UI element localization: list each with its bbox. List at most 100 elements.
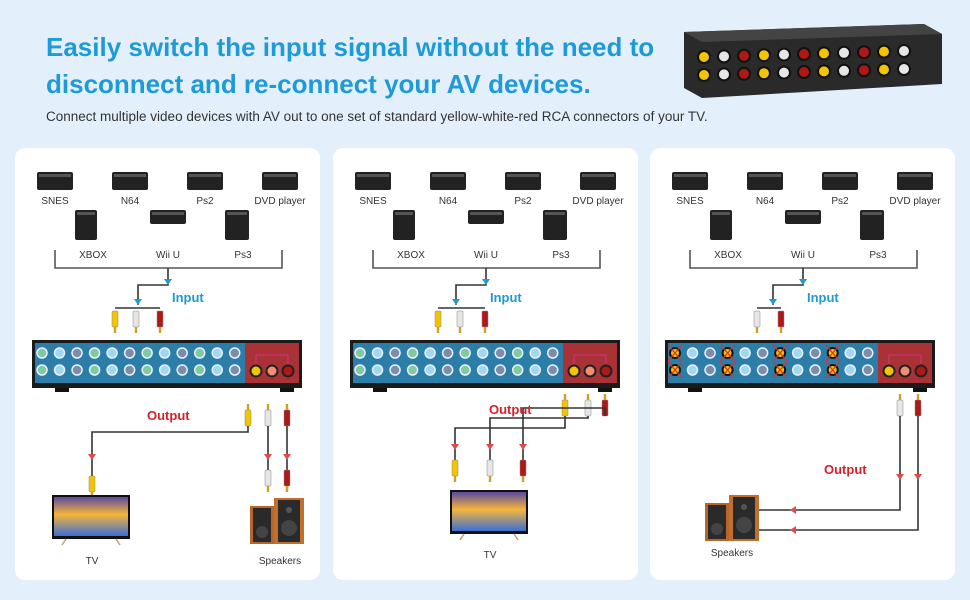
rca-plug xyxy=(486,459,494,482)
arrow-down-icon xyxy=(88,454,96,460)
rca-plug xyxy=(88,475,96,498)
rca-plug xyxy=(914,394,922,417)
headline: Easily switch the input signal without t… xyxy=(46,29,654,103)
wiring-diagram xyxy=(665,172,935,541)
device-label: Ps3 xyxy=(552,250,570,261)
device-wii-u-image xyxy=(468,210,504,224)
arrow-down-icon xyxy=(134,299,142,305)
rca-plug xyxy=(753,310,761,333)
rca-plug xyxy=(561,394,569,417)
device-dvd-player-image xyxy=(262,172,298,190)
output-label: Output xyxy=(489,402,532,417)
arrow-down-icon xyxy=(283,454,291,460)
device-xbox-image xyxy=(710,210,732,240)
device-snes-image xyxy=(672,172,708,190)
speakers-image xyxy=(250,498,304,544)
input-label: Input xyxy=(172,290,204,305)
device-xbox-image xyxy=(75,210,97,240)
device-label: Wii U xyxy=(791,250,815,261)
device-snes-image xyxy=(355,172,391,190)
arrow-down-icon xyxy=(486,444,494,450)
rca-plug xyxy=(481,310,489,333)
input-label: Input xyxy=(807,290,839,305)
rca-plug xyxy=(156,310,164,333)
device-wii-u-image xyxy=(785,210,821,224)
device-n64-image xyxy=(112,172,148,190)
subtitle: Connect multiple video devices with AV o… xyxy=(46,109,708,124)
device-label: Wii U xyxy=(156,250,180,261)
device-ps2-image xyxy=(187,172,223,190)
arrow-down-icon xyxy=(519,444,527,450)
device-label: DVD player xyxy=(572,196,624,207)
device-n64-image xyxy=(747,172,783,190)
device-wii-u-image xyxy=(150,210,186,224)
arrow-down-icon xyxy=(914,474,922,480)
device-ps2-image xyxy=(505,172,541,190)
device-dvd-player-image xyxy=(580,172,616,190)
arrow-left-icon xyxy=(790,506,796,514)
av-switch-front-panel xyxy=(665,340,935,392)
device-label: Ps2 xyxy=(514,196,532,207)
av-switch-front-panel xyxy=(32,340,302,392)
device-label: Ps3 xyxy=(234,250,252,261)
tv-label: TV xyxy=(85,556,99,567)
rca-plug xyxy=(283,469,291,492)
device-label: N64 xyxy=(438,196,458,207)
speakers-label: Speakers xyxy=(710,548,754,559)
arrow-down-icon xyxy=(452,299,460,305)
device-label: SNES xyxy=(676,196,704,207)
device-ps2-image xyxy=(822,172,858,190)
rca-plug xyxy=(777,310,785,333)
device-label: XBOX xyxy=(714,250,742,261)
device-ps3-image xyxy=(860,210,884,240)
device-label: SNES xyxy=(359,196,387,207)
wiring-diagram xyxy=(32,172,304,546)
input-label: Input xyxy=(490,290,522,305)
rca-plug xyxy=(434,310,442,333)
device-label: Ps2 xyxy=(196,196,214,207)
arrow-down-icon xyxy=(451,444,459,450)
device-label: Ps3 xyxy=(869,250,887,261)
device-xbox-image xyxy=(393,210,415,240)
arrow-down-icon xyxy=(769,299,777,305)
device-label: DVD player xyxy=(889,196,941,207)
device-label: Wii U xyxy=(474,250,498,261)
device-snes-image xyxy=(37,172,73,190)
arrow-down-icon xyxy=(264,454,272,460)
arrow-down-icon xyxy=(896,474,904,480)
wiring-diagram xyxy=(350,172,620,541)
rca-plug xyxy=(264,469,272,492)
arrow-down-icon xyxy=(164,279,172,285)
speakers-label: Speakers xyxy=(258,556,302,567)
rca-plug xyxy=(264,404,272,427)
headline-line-2: disconnect and re-connect your AV device… xyxy=(46,68,591,99)
device-dvd-player-image xyxy=(897,172,933,190)
rca-plug xyxy=(584,394,592,417)
tv-image xyxy=(450,490,528,541)
device-label: XBOX xyxy=(397,250,425,261)
speakers-image xyxy=(705,495,759,541)
device-label: SNES xyxy=(41,196,69,207)
device-label: XBOX xyxy=(79,250,107,261)
output-label: Output xyxy=(824,462,867,477)
device-label: N64 xyxy=(755,196,775,207)
device-label: N64 xyxy=(120,196,140,207)
av-switch-front-panel xyxy=(350,340,620,392)
device-label: DVD player xyxy=(254,196,306,207)
rca-plug xyxy=(519,459,527,482)
rca-plug xyxy=(283,404,291,427)
device-label: Ps2 xyxy=(831,196,849,207)
headline-line-1: Easily switch the input signal without t… xyxy=(46,32,655,62)
rca-plug xyxy=(111,310,119,333)
output-label: Output xyxy=(147,408,190,423)
arrow-left-icon xyxy=(790,526,796,534)
arrow-down-icon xyxy=(799,279,807,285)
av-switch-product-image xyxy=(684,24,942,98)
rca-plug xyxy=(456,310,464,333)
rca-plug xyxy=(132,310,140,333)
tv-image xyxy=(52,495,130,546)
arrow-down-icon xyxy=(482,279,490,285)
